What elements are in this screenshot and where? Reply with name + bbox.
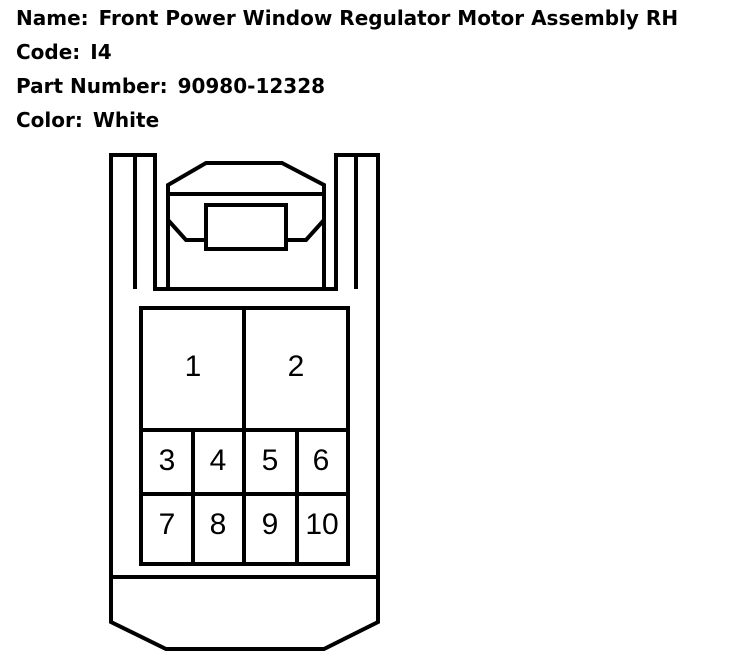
pin-2-label: 2 [288,350,305,383]
color-label: Color: [16,108,83,132]
connector-code-line: Code: I4 [16,40,112,64]
code-label: Code: [16,40,81,64]
pin-10-label: 10 [305,508,338,541]
latch-left-ramp [166,218,206,242]
connector-color-line: Color: White [16,108,159,132]
connector-name-line: Name: Front Power Window Regulator Motor … [16,6,678,30]
code-value: I4 [90,40,112,64]
color-value: White [92,108,160,132]
connector-housing-outline [109,153,380,651]
pin-7-label: 7 [159,508,176,541]
pin-6-label: 6 [313,444,330,477]
name-label: Name: [16,6,89,30]
latch-right-ramp [286,218,326,242]
pin-3-label: 3 [159,444,176,477]
part-number-value: 90980-12328 [177,74,326,98]
part-number-line: Part Number: 90980-12328 [16,74,325,98]
pin-1-label: 1 [185,350,202,383]
pin-5-label: 5 [262,444,279,477]
name-value: Front Power Window Regulator Motor Assem… [98,6,679,30]
latch-top-outline [166,161,326,289]
latch-lock-tab [204,203,288,251]
part-number-label: Part Number: [16,74,168,98]
pin-4-label: 4 [210,444,227,477]
pin-8-label: 8 [210,508,227,541]
pin-9-label: 9 [262,508,279,541]
